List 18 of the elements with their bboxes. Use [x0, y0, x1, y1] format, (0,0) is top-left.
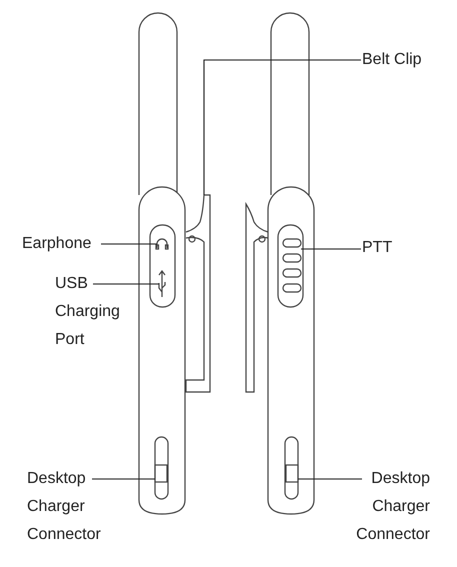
leader-line — [92, 478, 155, 480]
usb-icon — [158, 270, 166, 298]
leader-line — [301, 248, 361, 250]
leader-line — [93, 283, 159, 285]
leader-line — [101, 243, 157, 245]
callout-label: Belt Clip — [362, 46, 442, 74]
callout-label: Desktop Charger Connector — [335, 465, 430, 549]
callout-label: Desktop Charger Connector — [27, 465, 122, 549]
callout-label: Earphone — [22, 230, 107, 258]
leader-line — [203, 59, 361, 195]
leader-line — [298, 478, 362, 480]
ptt-button — [282, 238, 302, 293]
callout-label: PTT — [362, 234, 412, 262]
charger-connector — [154, 464, 168, 483]
belt-clip — [185, 194, 211, 393]
charger-connector — [285, 464, 299, 483]
headphone-icon — [155, 238, 169, 250]
callout-label: USB Charging Port — [55, 270, 135, 354]
